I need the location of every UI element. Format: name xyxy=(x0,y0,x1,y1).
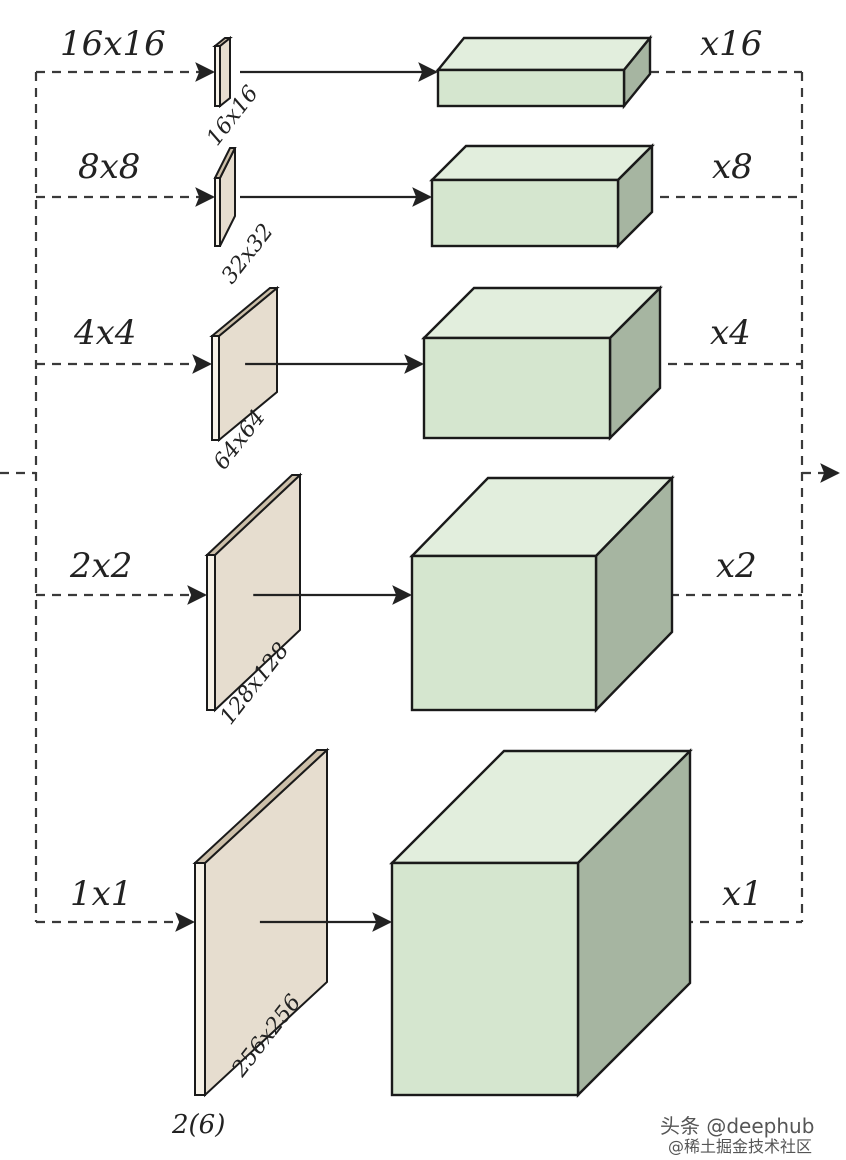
cube-front-face xyxy=(390,861,580,1097)
multiplier-label: x2 xyxy=(716,546,757,586)
multiplier-label: x16 xyxy=(700,24,762,64)
grid-size-label: 8x8 xyxy=(78,147,140,187)
watermark-line2: @稀土掘金技术社区 xyxy=(668,1137,812,1156)
grid-size-label: 4x4 xyxy=(73,313,136,353)
grid-size-label: 2x2 xyxy=(69,546,132,586)
multiplier-label: x8 xyxy=(712,147,753,187)
channels-label: 2(6) xyxy=(171,1110,225,1140)
resolution-label: 16x16 xyxy=(202,81,264,150)
feature-plane-face xyxy=(219,35,231,109)
feature-plane-front-edge xyxy=(211,335,220,441)
cube-front-face xyxy=(410,554,598,712)
cube-front-face xyxy=(436,68,626,108)
pyramid-row: 16x16 x16 16x16 xyxy=(36,24,802,151)
grid-size-label: 16x16 xyxy=(60,24,166,64)
cube-front-face xyxy=(422,336,612,440)
cube-top-face xyxy=(435,36,653,72)
cube-front-face xyxy=(430,178,620,248)
multiplier-label: x4 xyxy=(710,313,751,353)
watermark-line1: 头条 @deephub xyxy=(660,1114,814,1138)
grid-size-label: 1x1 xyxy=(70,874,132,914)
cube-top-face xyxy=(429,144,655,182)
multiplier-label: x1 xyxy=(722,874,763,914)
feature-plane-front-edge xyxy=(206,554,216,711)
feature-plane-front-edge xyxy=(214,45,221,107)
feature-plane-front-edge xyxy=(214,177,221,247)
feature-plane-front-edge xyxy=(194,862,206,1096)
